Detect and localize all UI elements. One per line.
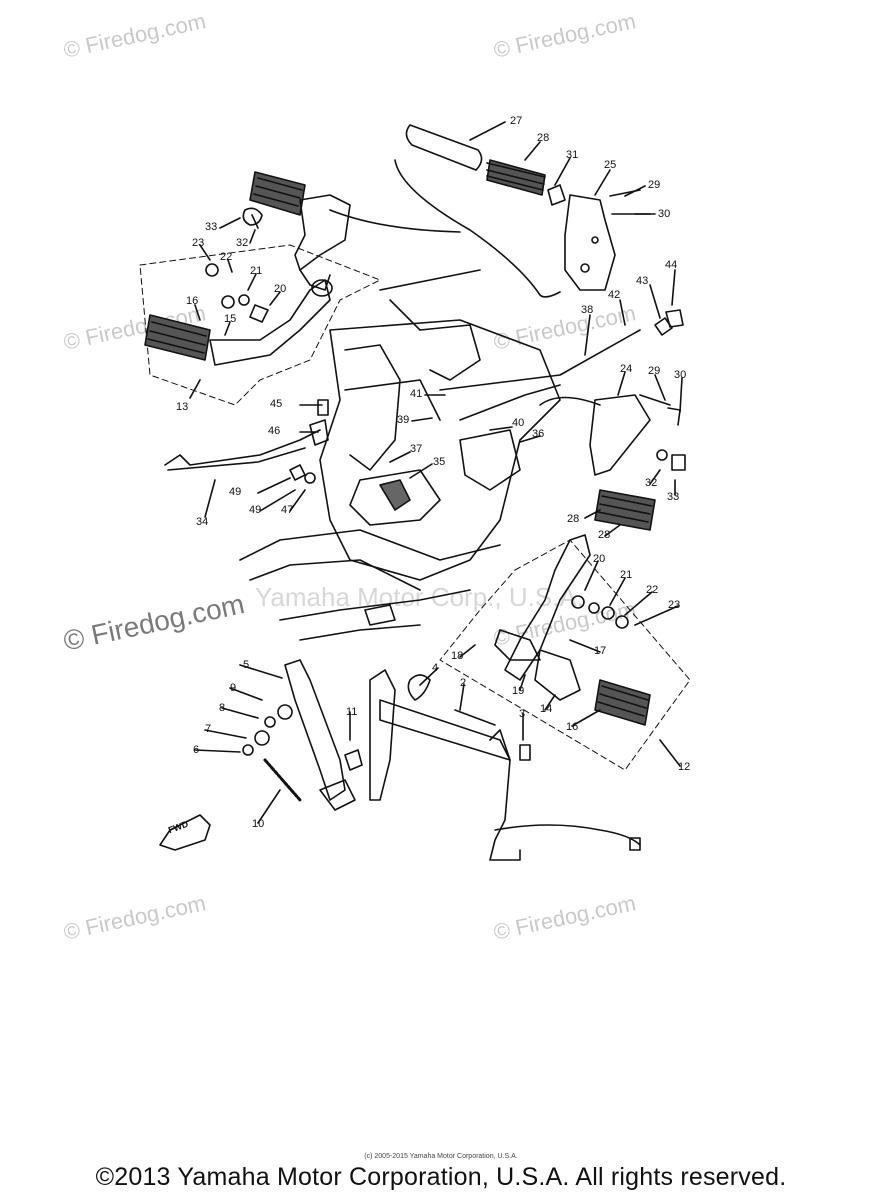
part-callout: 49 [229,486,242,498]
part-callout: 24 [620,363,633,375]
part-callout: 2 [460,677,467,689]
part-callout: 18 [451,650,464,662]
part-callout: 22 [646,584,659,596]
part-callout: 16 [186,295,199,307]
part-callout: 3 [519,708,526,720]
part-callout: 9 [230,682,237,694]
part-callout: 7 [205,723,212,735]
small-copyright: (c) 2005-2015 Yamaha Motor Corporation, … [364,1153,518,1160]
part-callout: 4 [432,662,439,674]
part-callout: 46 [268,425,281,437]
part-callout: 39 [397,414,410,426]
part-callout: 25 [604,159,617,171]
part-callout: 42 [608,289,621,301]
part-callout: 12 [678,761,691,773]
part-callout: 20 [274,283,287,295]
part-callout: 38 [581,304,594,316]
center-watermark: Yamaha Motor Corp., U.S.A. [255,582,584,612]
part-callout: 23 [668,599,681,611]
part-callout: 21 [620,569,633,581]
part-callout: 40 [512,417,525,429]
part-callout: 28 [567,513,580,525]
part-callout: 20 [593,553,606,565]
part-callout: 16 [566,721,579,733]
part-callout: 43 [636,275,649,287]
part-callout: 29 [648,179,661,191]
part-callout: 11 [346,706,358,718]
part-callout: 36 [532,428,545,440]
part-callout: 33 [667,491,680,503]
part-callout: 21 [250,265,263,277]
part-callout: 32 [236,237,249,249]
part-callout: 34 [196,516,209,528]
part-callout: 45 [270,398,283,410]
part-callout: 30 [658,208,671,220]
part-callout: 49 [249,504,262,516]
footer-copyright: ©2013 Yamaha Motor Corporation, U.S.A. A… [95,1163,787,1191]
part-callout: 35 [433,456,446,468]
part-callout: 17 [594,645,607,657]
part-callout: 8 [219,702,226,714]
part-callout: 28 [537,132,550,144]
part-callout: 44 [665,259,678,271]
part-callout: 30 [674,369,687,381]
part-callout: 41 [410,388,423,400]
part-callout: 28 [598,529,611,541]
part-callout: 6 [193,744,200,756]
part-callout: 27 [510,115,523,127]
part-callout: 37 [410,443,423,455]
part-callout: 33 [205,221,218,233]
part-callout: 5 [243,659,250,671]
part-callout: 23 [192,237,205,249]
part-callout: 13 [176,401,189,413]
part-callout: 31 [566,149,579,161]
part-callout: 47 [281,504,294,516]
part-callout: 32 [645,477,658,489]
part-callout: 15 [224,313,237,325]
part-callout: 10 [252,818,265,830]
part-callout: 19 [512,685,525,697]
part-callout: 22 [220,251,233,263]
part-callout: 14 [540,703,553,715]
part-callout: 29 [648,365,661,377]
